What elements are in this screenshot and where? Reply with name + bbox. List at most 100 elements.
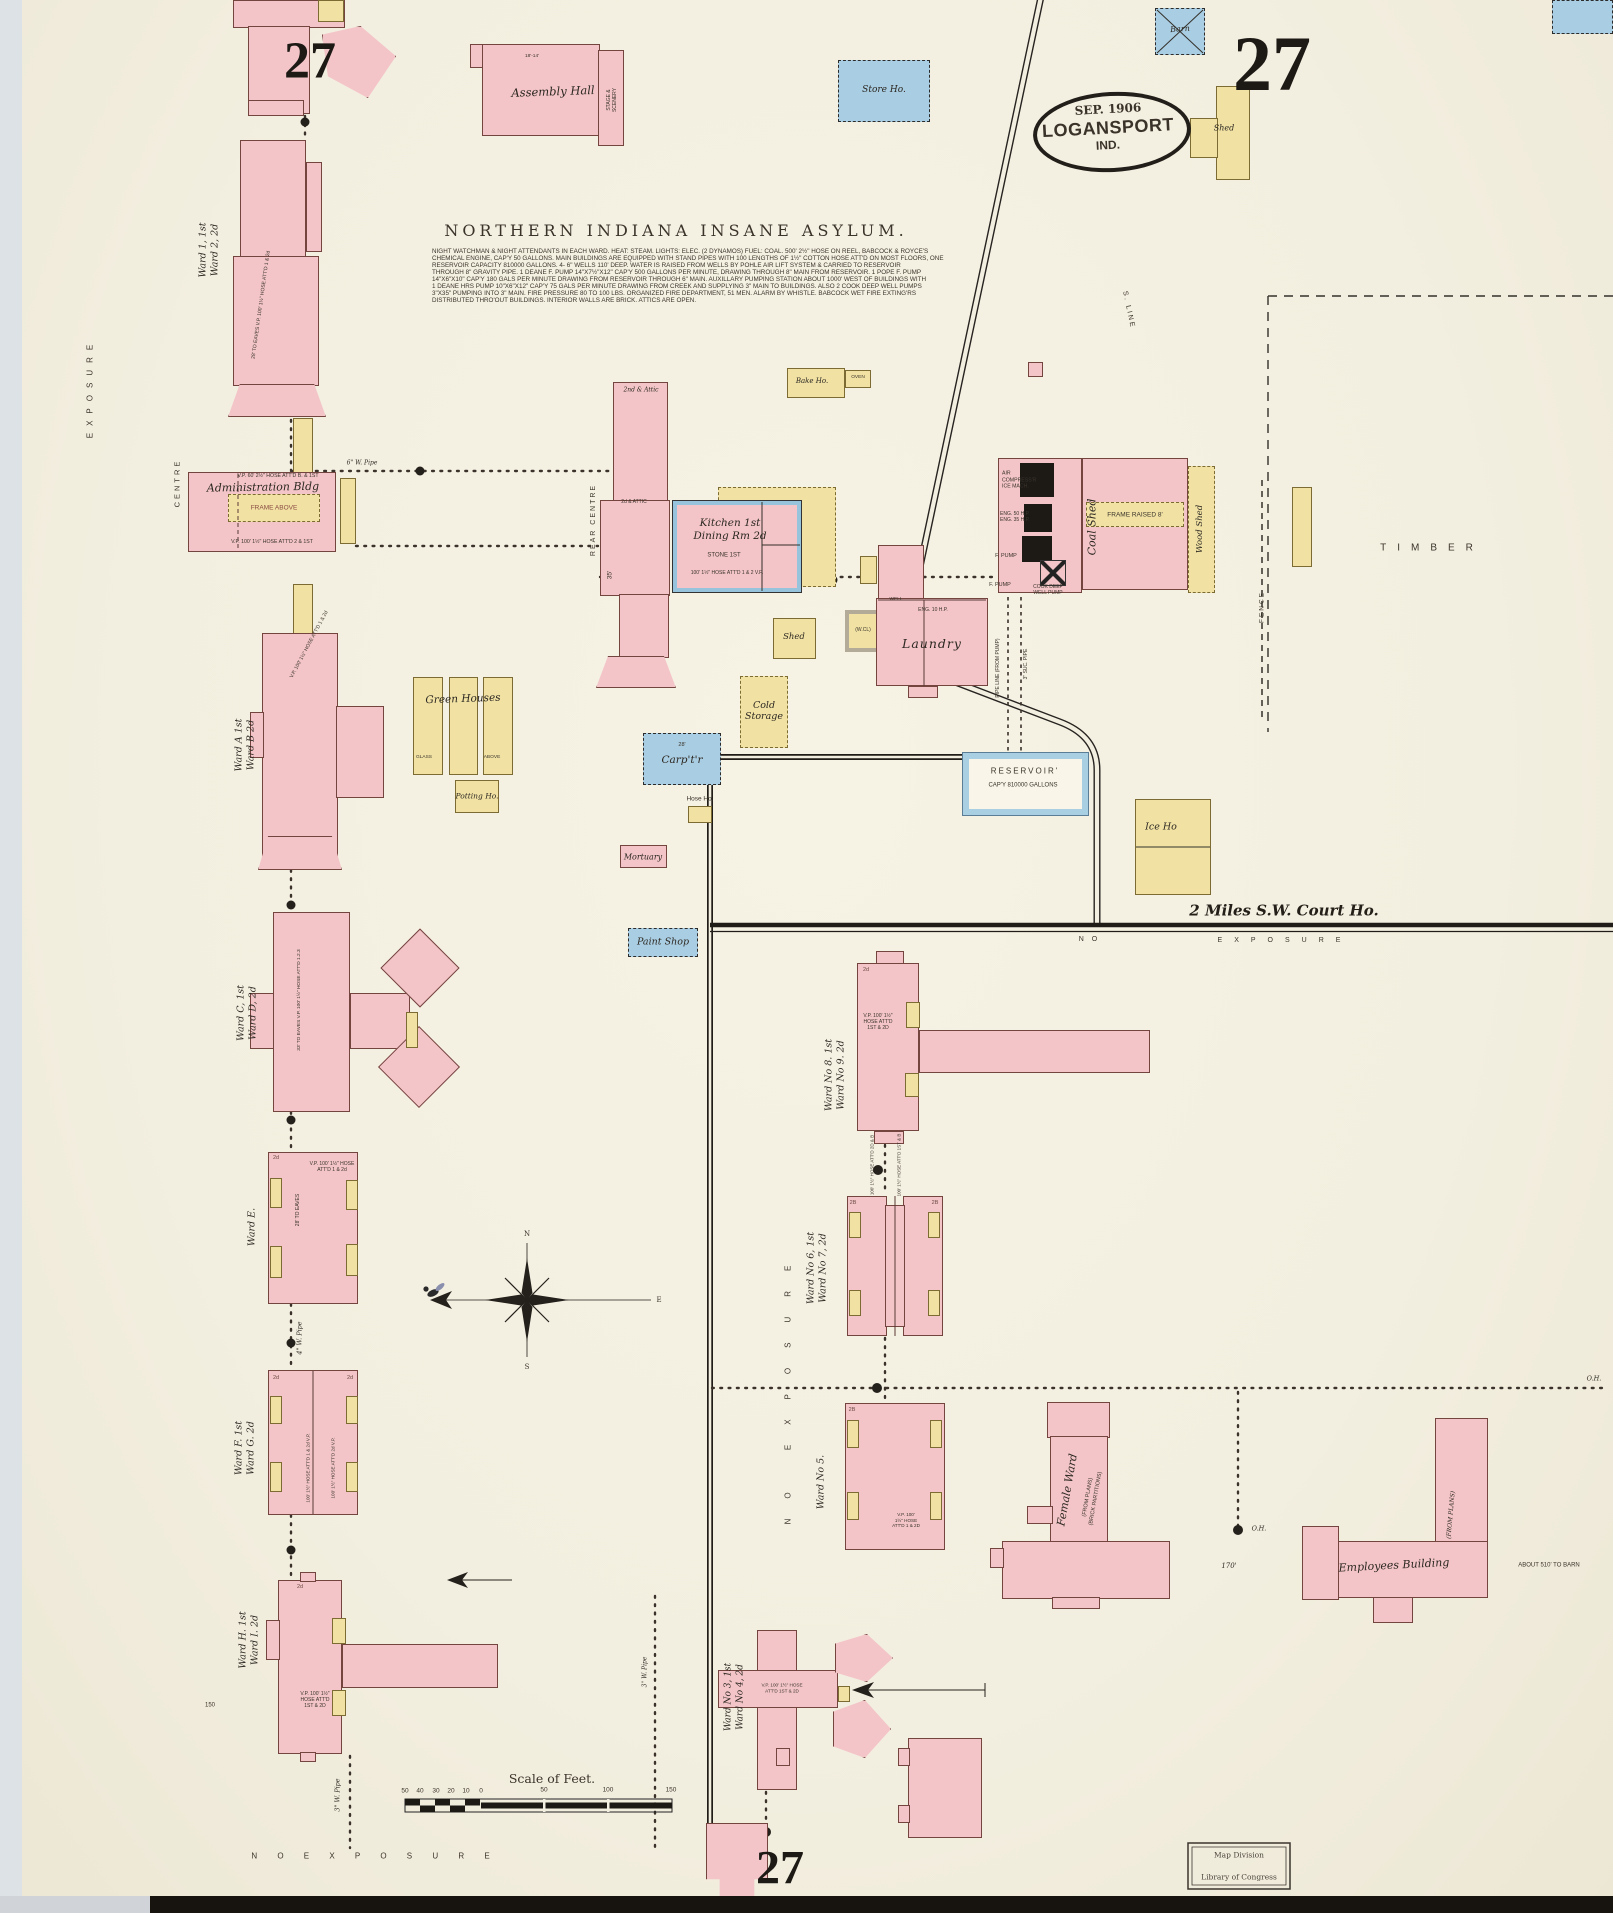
scale-seg-5	[450, 1805, 465, 1812]
female-ward-bottab	[1052, 1597, 1100, 1609]
store-house-label: Store Ho.	[862, 84, 906, 95]
compass-kite-s	[521, 1300, 533, 1342]
green-house-1	[413, 677, 443, 775]
stage-scenery: STAGE & SCENERY	[605, 87, 618, 113]
carpenter-label: Carp't'r	[661, 753, 703, 766]
ward34-notch	[776, 1748, 790, 1766]
compass-diag-2	[504, 1277, 550, 1323]
wardFG-ytab4	[346, 1462, 358, 1492]
wardAB-arm	[336, 706, 384, 798]
bldg-topleft-yellow	[318, 0, 344, 22]
suction-pipe: 3" SUC. PIPE	[1023, 648, 1030, 680]
reservoir-capacity: CAP'Y 810000 GALLONS	[988, 782, 1058, 789]
centre-label: CENTRE	[172, 458, 182, 508]
scale-10: 10	[462, 1787, 470, 1795]
scale-seg-3	[465, 1799, 480, 1806]
hose-house	[688, 806, 712, 823]
ward89-ytab1	[906, 1002, 920, 1028]
ward5-ytab2	[847, 1492, 859, 1520]
engines: ENG. 50 H.P. ENG. 35 H.P.	[1000, 510, 1030, 523]
admin-label: Administration Bldg	[206, 479, 320, 495]
shed-center-label: Shed	[783, 632, 805, 643]
scale-100: 100	[602, 1786, 614, 1794]
wardAB-label: Ward A 1st Ward B 2d	[233, 718, 257, 772]
compass-e: E	[656, 1295, 662, 1304]
map-title: NORTHERN INDIANA INSANE ASYLUM.	[444, 220, 908, 240]
rear-centre-mid	[600, 500, 670, 596]
assembly-hall-stage	[598, 50, 624, 146]
height-35: 35'	[606, 570, 614, 580]
kitchen-label: Kitchen 1st Dining Rm 2d	[693, 516, 767, 542]
exposure-inset: NO EXPOSURE	[783, 1245, 793, 1525]
compass-w-arrow	[430, 1291, 452, 1309]
timber-label: TIMBER	[1380, 542, 1484, 554]
boiler-1	[1020, 463, 1054, 497]
scale-150: 150	[665, 1786, 677, 1794]
wardHI-ytab1	[332, 1618, 346, 1644]
ward89-bottab	[874, 1131, 904, 1144]
hydrant-dot-3	[415, 466, 425, 476]
ward5-ytab1	[847, 1420, 859, 1448]
scale-seg-4	[420, 1805, 435, 1812]
fly-wing	[435, 1283, 445, 1291]
wardHI-bottab	[300, 1752, 316, 1762]
wardHI-main	[278, 1580, 342, 1754]
wardE-ytab3	[346, 1180, 358, 1210]
glass-label: GLASS	[416, 755, 432, 761]
rear-centre-low	[619, 594, 669, 658]
rear-centre-top	[613, 382, 668, 502]
wardFG-hose1: 100' 1½" HOSE ATT'D 1 & 2d V.P.	[305, 1433, 311, 1503]
ward67-label: Ward No 6, 1st Ward No 7, 2d	[805, 1231, 829, 1305]
ward67-ytab1	[849, 1212, 861, 1238]
laundry-label: Laundry	[902, 635, 962, 651]
arrow-small-head	[447, 1572, 468, 1588]
loc-stamp-line1: Map Division	[1214, 1850, 1264, 1860]
ward12-flare	[228, 384, 326, 417]
female-ward-wing	[1002, 1541, 1170, 1599]
scan-edge-bottom	[150, 1896, 1613, 1913]
story-2d-5: 2d	[272, 1154, 280, 1161]
ward34-hose: V.P. 100' 1½" HOSE ATT'D 1ST & 2D	[761, 1682, 803, 1694]
water-closet	[845, 610, 881, 652]
ward34-bar	[718, 1670, 838, 1708]
wardE-ytab4	[346, 1244, 358, 1276]
dist-170: 170'	[1221, 1561, 1237, 1570]
wardHI-toptab	[300, 1572, 316, 1582]
exposure-left: EXPOSURE	[85, 337, 95, 439]
unlabeled-bldg	[908, 1738, 982, 1838]
laundry-well: WELL	[889, 597, 903, 603]
shed-center	[773, 618, 816, 659]
wcl-label: (W.CL)	[855, 627, 871, 634]
ward89-label: Ward No 8. 1st Ward No 9. 2d	[823, 1038, 847, 1112]
hose-house-label: Hose Ho.	[686, 795, 714, 803]
scale-tick-100	[607, 1799, 610, 1812]
carpenter-dim: 28'	[678, 741, 686, 748]
pipe-w-inset: 3" W. Pipe	[641, 1656, 649, 1688]
wardCD-lefttab	[250, 993, 274, 1049]
pipe-4in: 4" W. Pipe	[295, 1321, 304, 1355]
bake-oven	[845, 370, 871, 388]
about-to-barn: ABOUT 510' TO BARN	[1518, 1562, 1580, 1569]
wardHI-lefttab	[266, 1620, 280, 1660]
pipe-line-pump: PIPE LINE (FROM PUMP)	[995, 638, 1002, 698]
bldg-topleft-b	[248, 26, 310, 114]
laundry-yellow-tab	[860, 556, 877, 584]
wardFG-ytab2	[270, 1462, 282, 1492]
ward5-hose: V.P. 100' 1½" HOSE ATT'D 1 & 2D	[892, 1511, 920, 1528]
wardE-hose: V.P. 100' 1½" HOSE ATT'D 1 & 2d	[309, 1161, 355, 1173]
wardE-ytab1	[270, 1178, 282, 1208]
story-2d-6: 2d	[272, 1374, 280, 1381]
compass-kite-e	[527, 1294, 569, 1306]
story-2d-8: 2d	[296, 1583, 304, 1590]
bldg-topleft-c	[248, 100, 304, 116]
story-2d-4: 2d	[862, 966, 870, 973]
fly-head	[423, 1286, 429, 1292]
bake-house	[787, 368, 845, 398]
reservoir	[963, 753, 1088, 815]
oh-hydrant-1: O.H.	[1586, 1374, 1602, 1383]
fence-label: FENCE	[1258, 590, 1266, 624]
carpenter-shop	[643, 733, 721, 785]
mortuary	[620, 845, 667, 868]
